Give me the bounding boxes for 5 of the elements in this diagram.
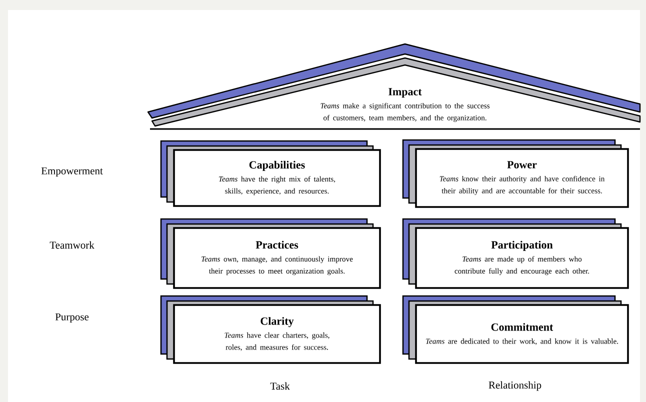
row-label: Teamwork — [50, 241, 94, 249]
row-label: Purpose — [55, 313, 89, 323]
row-label: Task — [270, 382, 290, 390]
row-label: Relationship — [488, 381, 542, 391]
row-label: Empowerment — [41, 167, 103, 177]
